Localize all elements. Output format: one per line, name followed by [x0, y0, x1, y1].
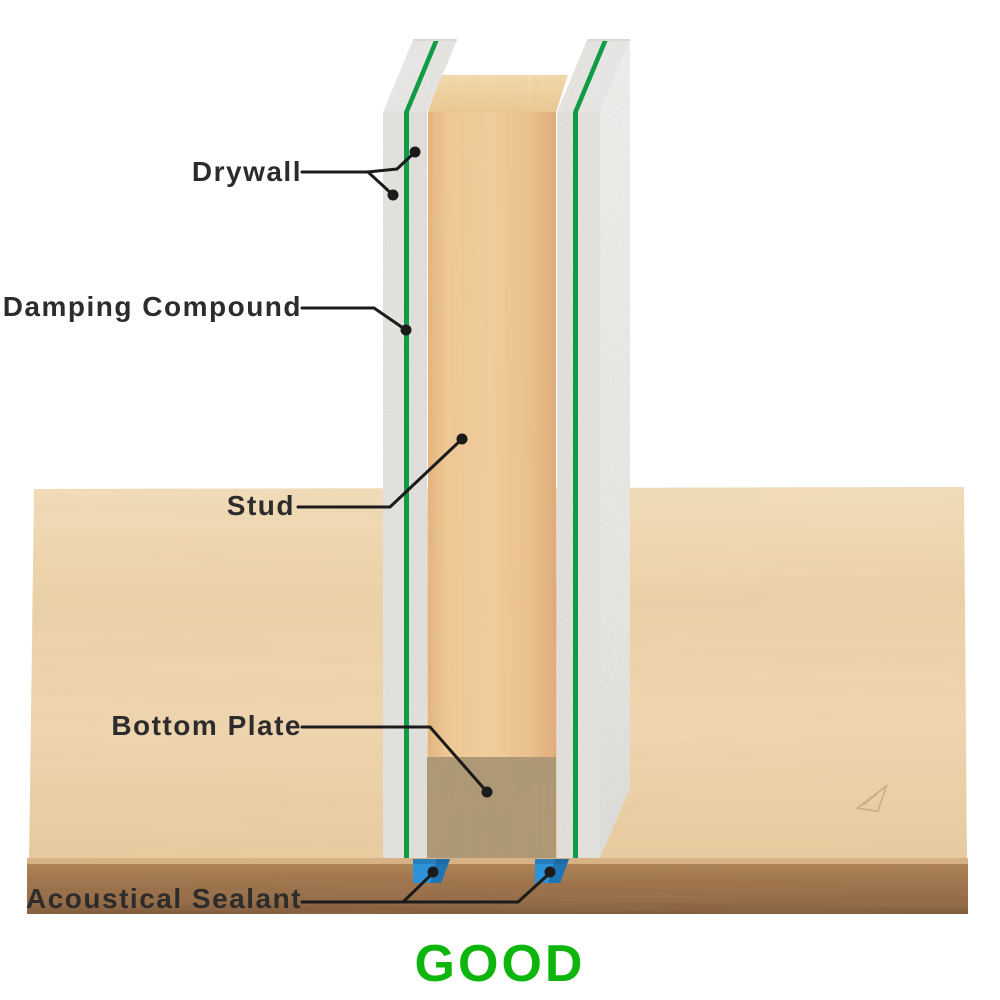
- dot-damping-compound: [400, 324, 412, 336]
- leader-drywall-lower: [366, 170, 395, 197]
- right-drywall-outer-layer: [578, 112, 600, 858]
- dot-drywall-outer-layer: [387, 189, 399, 201]
- bottom-plate: [426, 757, 556, 858]
- verdict-text: GOOD: [414, 935, 586, 993]
- right-drywall-side-face: [600, 40, 630, 858]
- left-drywall-outer-top-cut: [383, 40, 434, 112]
- damping-compound-line-left-top: [404, 40, 439, 112]
- left-drywall-outer-layer: [383, 112, 404, 858]
- dot-sealant-right: [544, 866, 556, 878]
- right-drywall-inner-layer: [557, 112, 573, 858]
- leader-dots: [387, 146, 556, 878]
- left-drywall-inner-top-cut: [409, 40, 457, 112]
- damping-compound-line-right: [573, 112, 578, 858]
- leader-bottom-plate: [300, 725, 489, 794]
- floor-edge-band: [27, 864, 968, 914]
- left-drywall-inner-layer: [409, 112, 427, 858]
- leader-stud: [296, 437, 464, 509]
- plywood-stamp: [855, 783, 889, 813]
- stud-top-face: [428, 75, 568, 112]
- leader-drywall-upper: [300, 150, 417, 174]
- damping-compound-label: Damping Compound: [2, 291, 302, 322]
- right-drywall-outer-top-cut: [578, 40, 630, 112]
- stud-front-face: [428, 112, 556, 858]
- dot-drywall-inner-layer: [409, 146, 421, 158]
- bottom-plate-shading: [426, 757, 556, 858]
- dot-stud: [456, 433, 468, 445]
- acoustical-sealant-label: Acoustical Sealant: [26, 883, 302, 914]
- stud-label: Stud: [226, 490, 295, 521]
- drywall-label: Drywall: [191, 156, 302, 187]
- damping-compound-line-left: [404, 112, 409, 858]
- damping-compound-line-right-top: [573, 40, 608, 112]
- leader-sealant-right: [300, 871, 552, 904]
- bottom-plate-label: Bottom Plate: [111, 710, 302, 741]
- right-drywall-inner-top-cut: [557, 40, 603, 112]
- leader-sealant-left: [401, 871, 435, 904]
- leader-damping-compound: [300, 306, 408, 332]
- dot-sealant-left: [427, 866, 439, 878]
- dot-bottom-plate: [481, 786, 493, 798]
